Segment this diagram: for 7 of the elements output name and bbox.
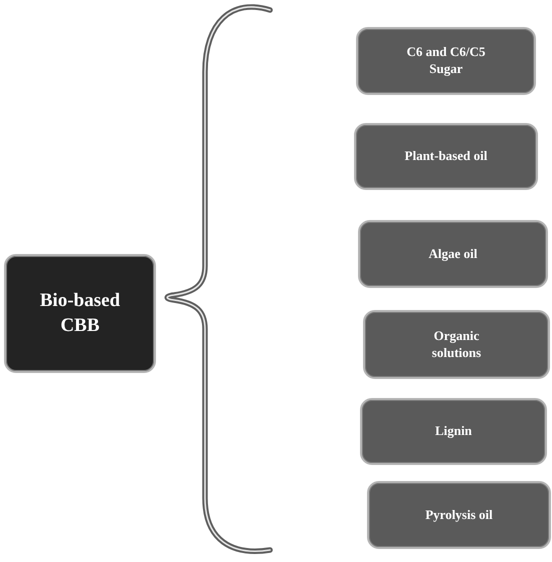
category-box: Plant-based oil [354, 123, 538, 190]
category-box: Pyrolysis oil [367, 481, 551, 549]
category-box: Algae oil [358, 220, 548, 288]
category-box: C6 and C6/C5 Sugar [356, 27, 536, 95]
category-box: Organic solutions [363, 310, 550, 379]
root-box: Bio-based CBB [4, 254, 156, 373]
category-box: Lignin [360, 398, 547, 465]
